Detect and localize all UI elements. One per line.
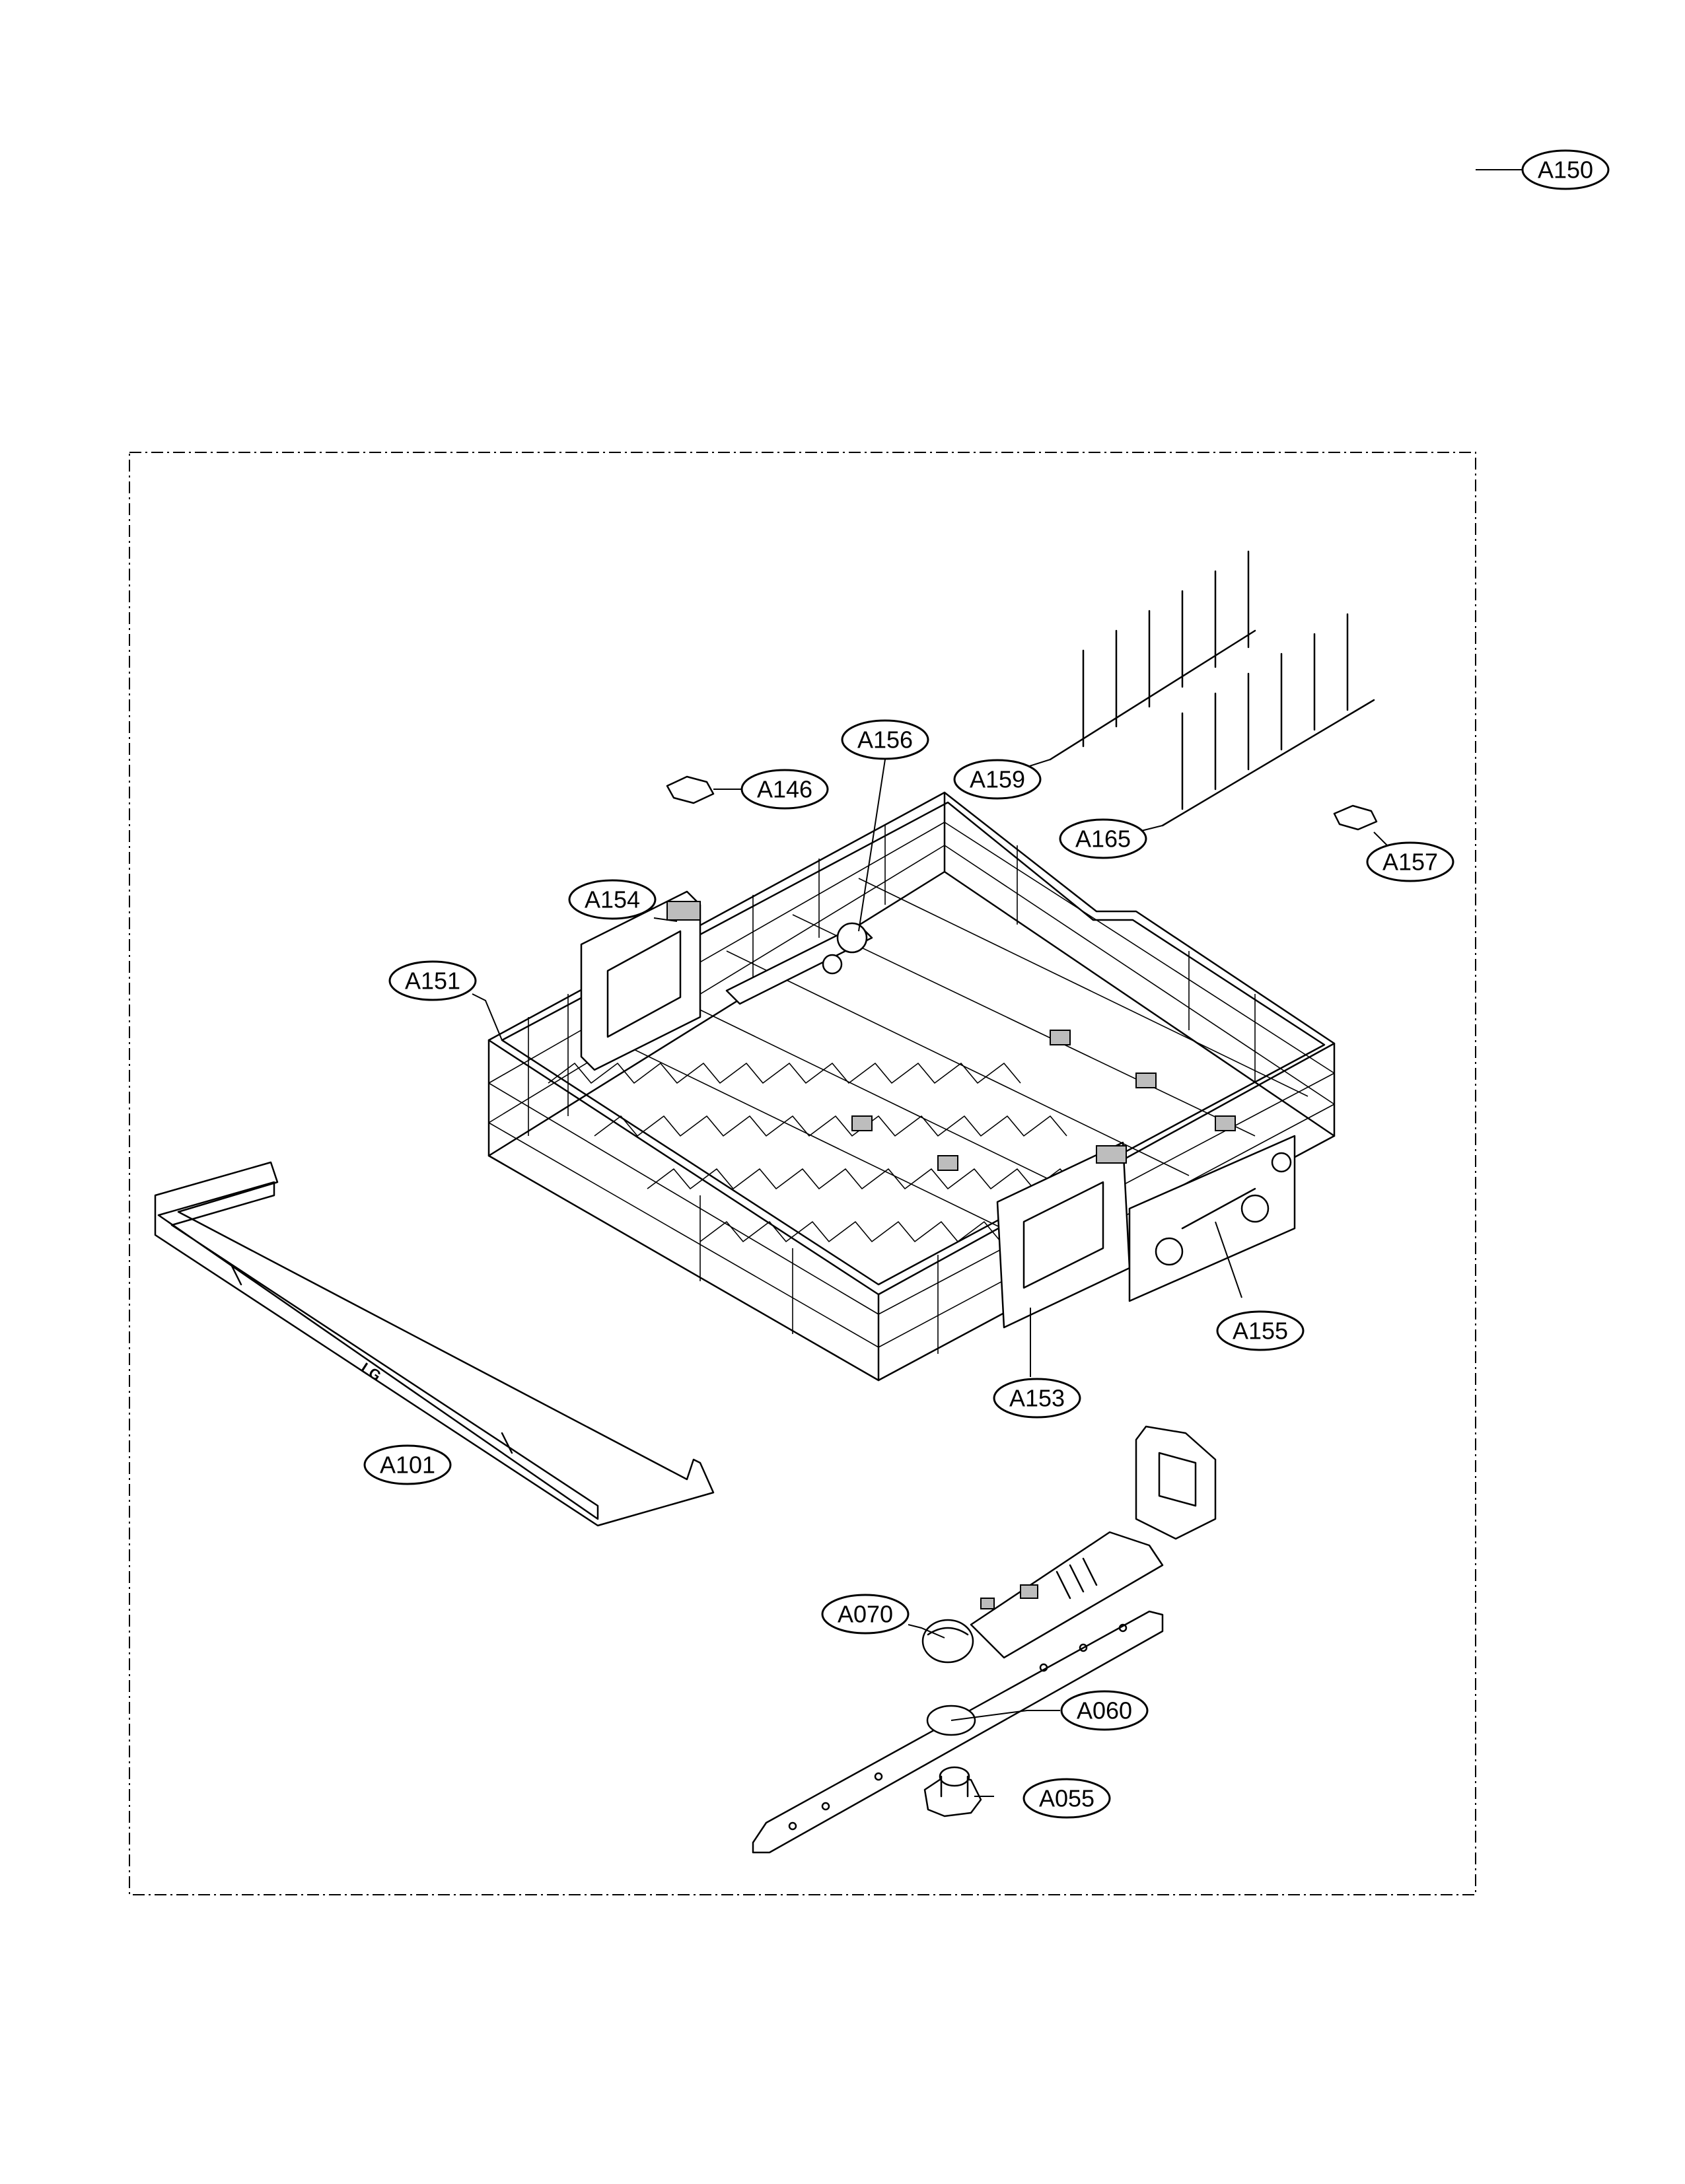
callout-label: A157 (1382, 849, 1438, 876)
callout-a155: A155 (1216, 1310, 1305, 1351)
callout-a157: A157 (1366, 841, 1454, 882)
tine-row-a165 (1161, 613, 1375, 827)
callout-label: A101 (380, 1452, 435, 1479)
callout-label: A151 (405, 968, 460, 995)
callout-label: A165 (1075, 826, 1131, 853)
rack-side-wires (528, 826, 1256, 1354)
callout-a101: A101 (363, 1444, 452, 1485)
rack-adjuster-front (996, 1141, 1131, 1329)
callout-a060: A060 (1060, 1690, 1149, 1731)
rack-rail-right (1128, 1135, 1296, 1302)
assembly-boundary (129, 452, 1476, 1895)
callout-label: A155 (1233, 1318, 1288, 1345)
callout-label: A150 (1538, 157, 1593, 184)
callout-a070: A070 (821, 1594, 910, 1635)
callout-a153: A153 (993, 1378, 1081, 1419)
callout-a151: A151 (388, 960, 477, 1001)
callout-label: A156 (857, 726, 913, 754)
center-rail (725, 922, 873, 1005)
rack-adjuster-left (580, 890, 701, 1071)
callout-a146: A146 (740, 769, 829, 810)
conduit-assembly (921, 1425, 1217, 1664)
callout-label: A146 (757, 776, 812, 803)
callout-label: A070 (838, 1601, 893, 1628)
callout-a150: A150 (1521, 149, 1610, 190)
clip-a146 (666, 775, 715, 804)
callout-label: A055 (1039, 1785, 1094, 1812)
callout-label: A159 (970, 766, 1025, 793)
callout-a159: A159 (953, 759, 1042, 800)
callout-a055: A055 (1022, 1778, 1111, 1819)
spray-arm-nut (923, 1766, 982, 1817)
callout-label: A153 (1009, 1385, 1065, 1412)
clip-a157 (1333, 804, 1378, 831)
callout-label: A154 (585, 886, 640, 913)
callout-a154: A154 (568, 879, 657, 920)
callout-a165: A165 (1059, 818, 1147, 859)
callout-a156: A156 (841, 719, 929, 760)
callout-label: A060 (1077, 1697, 1132, 1724)
rack-clips (851, 1030, 1236, 1171)
tine-row-a159 (1049, 550, 1256, 761)
